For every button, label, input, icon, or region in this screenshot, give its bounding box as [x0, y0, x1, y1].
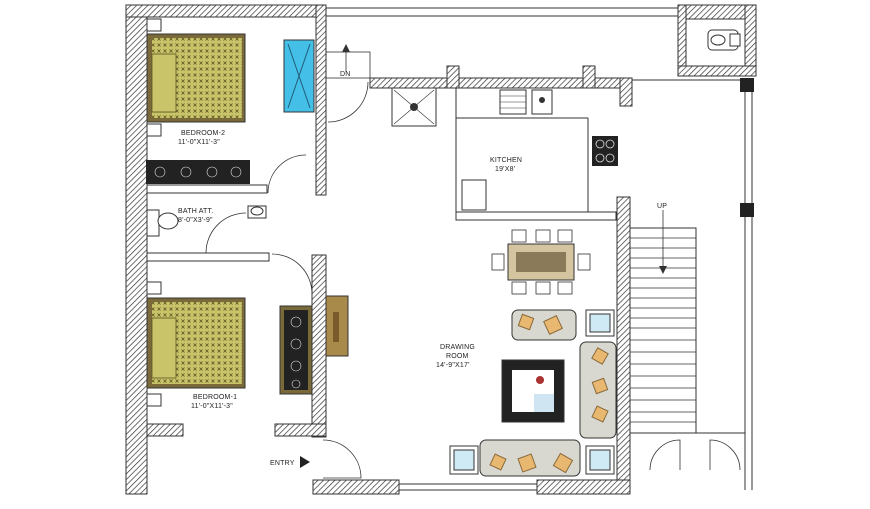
bedroom-2-size: 11'-0"X11'-3" [178, 139, 220, 146]
door-icon [205, 212, 247, 254]
bedroom-2: BEDROOM-2 11'-0"X11'-3" [146, 18, 315, 194]
door-icon [322, 439, 362, 479]
dresser-icon [146, 160, 250, 184]
entry-label: ENTRY [270, 460, 295, 467]
drawing-room-size: 14'-9"X17' [436, 362, 470, 369]
door-icon [327, 81, 369, 123]
bedroom-1-name: BEDROOM-1 [193, 394, 237, 401]
fridge-icon [461, 179, 487, 211]
bath: BATH ATT. 8'-0"X3'-9" [146, 205, 267, 254]
door-icon [709, 439, 741, 471]
kitchen: KITCHEN 19'X8' [391, 87, 618, 212]
arrow-down-icon [659, 266, 667, 274]
door-icon [271, 253, 313, 295]
stove-icon [592, 136, 618, 166]
stair-up-label: UP [657, 203, 667, 210]
bedroom-1: BEDROOM-1 11'-0"X11'-3" [146, 253, 349, 410]
arrow-right-icon [300, 456, 310, 468]
drawing-room: DRAWING ROOM 14'-9"X17' [436, 309, 617, 477]
bath-size: 8'-0"X3'-9" [178, 217, 213, 224]
stair-down: DN [325, 44, 371, 123]
bedroom-2-name: BEDROOM-2 [181, 130, 225, 137]
toilet-icon [157, 212, 179, 230]
stair-down-label: DN [340, 71, 351, 78]
entry: ENTRY [270, 439, 362, 479]
walls [125, 4, 757, 495]
kitchen-name: KITCHEN [490, 157, 522, 164]
bath-name: BATH ATT. [178, 208, 213, 215]
arrow-up-icon [342, 44, 350, 52]
drawing-room-name: DRAWING [440, 344, 475, 351]
balcony-toilet [707, 29, 741, 51]
door-icon [649, 439, 681, 471]
door-icon [267, 154, 307, 194]
dining-table [491, 229, 591, 295]
kitchen-size: 19'X8' [495, 166, 515, 173]
drawing-room-name-2: ROOM [446, 353, 469, 360]
bedroom-1-size: 11'-0"X11'-3" [191, 403, 233, 410]
staircase: UP [629, 203, 745, 471]
